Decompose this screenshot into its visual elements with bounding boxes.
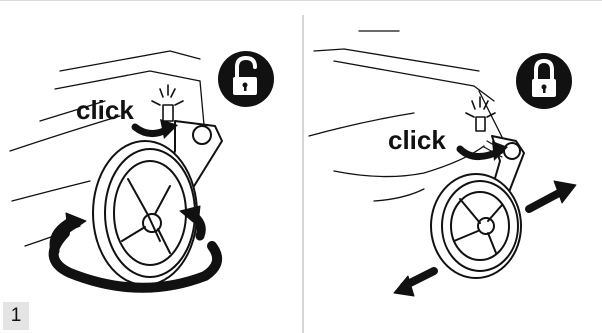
step-number-badge: 1 [3, 302, 29, 330]
front-wheel [93, 141, 197, 285]
lock-icon [516, 53, 572, 109]
click-label: click [76, 95, 134, 125]
panel-fixed-wheel: click [304, 1, 602, 333]
click-label: click [388, 125, 446, 155]
panel-swivel-wheel: click [0, 1, 300, 333]
unlock-icon [218, 51, 274, 107]
release-lever [152, 85, 183, 121]
front-wheel [431, 174, 521, 278]
